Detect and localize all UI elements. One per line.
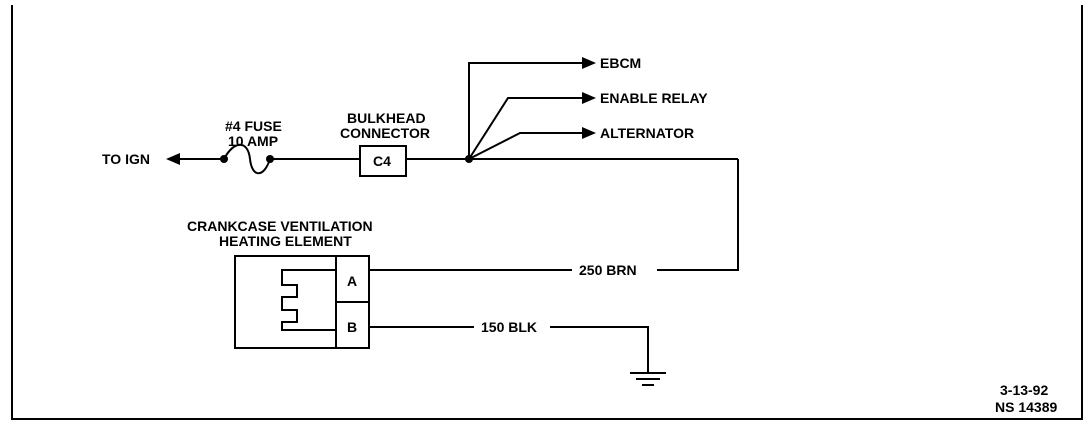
ground-icon	[630, 372, 666, 386]
to-ign-label: TO IGN	[102, 151, 150, 167]
branch-label-enable-relay: ENABLE RELAY	[600, 90, 708, 106]
bulkhead-label-line1: BULKHEAD	[347, 110, 426, 126]
bulkhead-connector-box	[359, 145, 407, 177]
pin-b-box	[335, 301, 370, 349]
branch-enable-relay	[468, 97, 588, 160]
heating-coil-icon	[281, 269, 336, 331]
pin-a-label: A	[347, 273, 357, 289]
fuse-label-line1: #4 FUSE	[225, 118, 282, 134]
wire-label-150-blk: 150 BLK	[481, 319, 537, 335]
branch-alternator	[468, 132, 588, 160]
fuse-label-line2: 10 AMP	[228, 133, 278, 149]
bulkhead-label-line2: CONNECTOR	[340, 125, 430, 141]
wire-150-blk-right	[550, 326, 649, 372]
element-label-line1: CRANKCASE VENTILATION	[187, 218, 373, 234]
arrow-enable-relay-icon	[582, 92, 596, 104]
branch-label-ebcm: EBCM	[600, 55, 641, 71]
arrow-alternator-icon	[582, 127, 596, 139]
branch-label-alternator: ALTERNATOR	[600, 125, 694, 141]
arrow-to-ign-icon	[166, 153, 180, 165]
fuse-icon	[223, 143, 271, 175]
arrow-ebcm-icon	[582, 57, 596, 69]
pin-b-label: B	[347, 319, 357, 335]
footer-ref: NS 14389	[995, 399, 1057, 415]
bulkhead-pin-label: C4	[373, 153, 391, 169]
frame	[11, 5, 1083, 420]
branch-ebcm	[468, 62, 588, 159]
element-label-line2: HEATING ELEMENT	[219, 233, 352, 249]
footer-date: 3-13-92	[1000, 382, 1048, 398]
wire-250-brn-right	[657, 159, 739, 271]
wire-label-250-brn: 250 BRN	[579, 262, 637, 278]
